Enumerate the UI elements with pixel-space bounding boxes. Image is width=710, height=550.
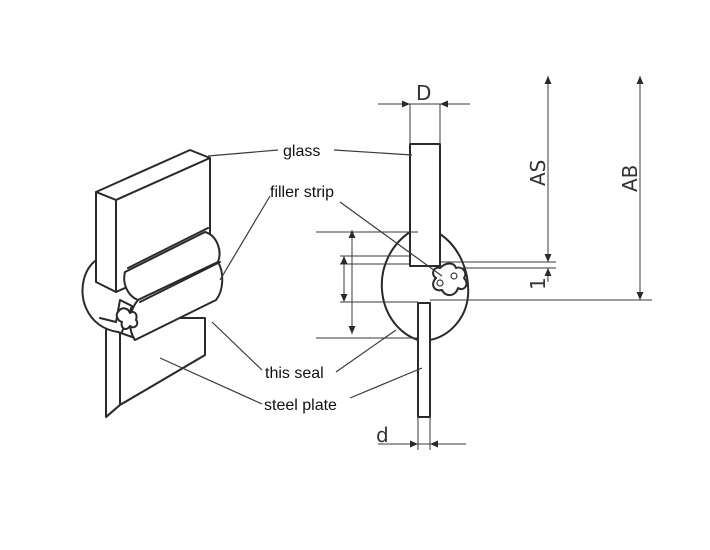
leader-glass-left <box>207 149 279 157</box>
dim-text-AS: AS <box>526 160 550 186</box>
leader-filler-left <box>219 195 271 281</box>
label-this-seal: this seal <box>265 365 324 382</box>
label-filler-strip: filler strip <box>270 184 334 201</box>
leader-filler-right <box>339 201 443 277</box>
iso-filler-strip <box>115 227 224 341</box>
dim-text-1: 1 <box>526 277 550 290</box>
leader-lines <box>159 149 443 405</box>
leader-steel-left <box>159 357 263 405</box>
iso-steel-plate <box>105 317 206 418</box>
isometric-view <box>81 149 224 418</box>
dim-text-d: d <box>376 423 389 447</box>
section-view <box>316 76 652 450</box>
dimension-1 <box>456 267 556 282</box>
section-glass <box>409 143 441 267</box>
dim-text-AB: AB <box>618 165 642 192</box>
dimension-AS <box>440 76 556 263</box>
label-steel-plate: steel plate <box>264 397 337 414</box>
section-steel-plate <box>417 302 431 418</box>
leader-glass-right <box>333 149 413 156</box>
dimension-d <box>378 417 466 450</box>
dimension-D <box>378 100 470 144</box>
dimension-left-inner <box>340 230 418 334</box>
label-glass: glass <box>283 143 320 160</box>
leader-seal-right <box>335 329 397 373</box>
dimension-left-outer <box>316 231 418 339</box>
dimension-AB <box>430 76 652 301</box>
dim-text-D: D <box>416 81 431 105</box>
leader-seal-left <box>211 321 263 371</box>
leader-steel-right <box>349 367 423 399</box>
